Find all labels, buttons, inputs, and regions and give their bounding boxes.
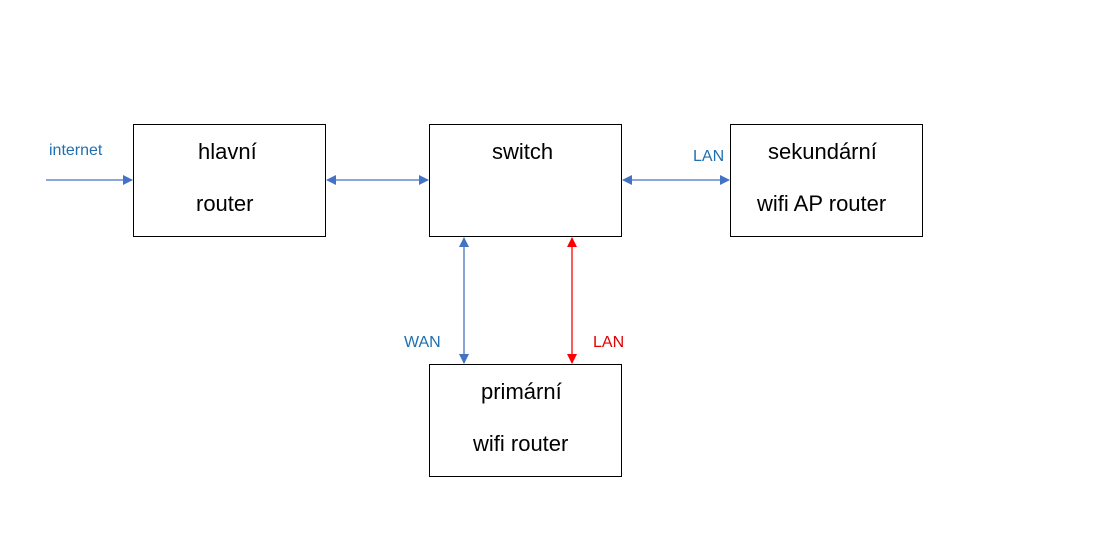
- secondary-router-label-line2: wifi AP router: [757, 191, 887, 216]
- primary-router-label-line2: wifi router: [473, 431, 569, 456]
- main-router-label-line2: router: [196, 191, 254, 216]
- wan-label: WAN: [404, 334, 441, 351]
- internet-label: internet: [49, 142, 103, 159]
- switch-box: switch: [429, 124, 622, 237]
- secondary-router-label-line1: sekundární: [768, 139, 877, 164]
- secondary-lan-label: LAN: [693, 148, 725, 165]
- primary-router-label-line1: primární: [481, 379, 562, 404]
- primary-lan-label: LAN: [593, 334, 625, 351]
- primary-router-box: primární wifi router: [429, 364, 622, 477]
- main-router-box: hlavní router: [133, 124, 326, 237]
- main-router-label-line1: hlavní: [198, 139, 257, 164]
- secondary-router-box: sekundární wifi AP router: [730, 124, 923, 237]
- switch-label: switch: [492, 139, 554, 164]
